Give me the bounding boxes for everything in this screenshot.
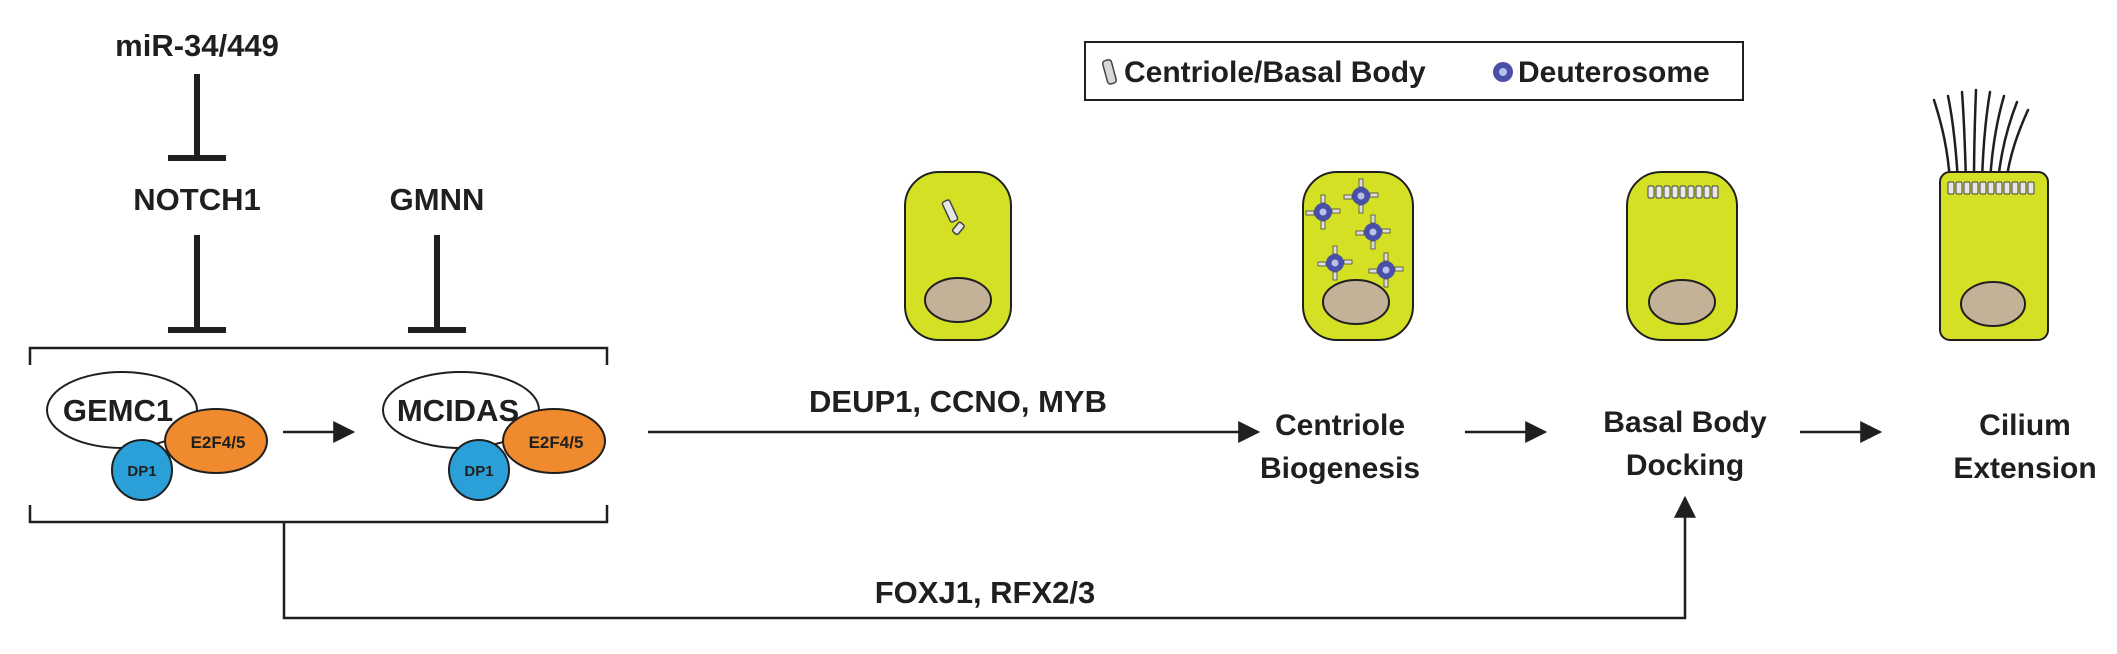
gemc1-e2f [164,408,268,474]
gemc1-complex: GEMC1 DP1 E2F4/5 [46,371,268,501]
gmnn-label: GMNN [390,182,485,217]
cell-progenitor-nucleus [924,277,992,323]
centriole-pair-icon [941,199,965,236]
cell-biogenesis-nucleus [1322,279,1390,325]
inhibition-gmnn-complex [408,235,466,333]
deuterosome-icon [1355,214,1391,250]
legend-deuterosome-label: Deuterosome [1518,56,1710,89]
cell-progenitor [904,171,1012,341]
mcidas-complex: MCIDAS DP1 E2F4/5 [382,371,606,501]
mcidas-dp1-label: DP1 [464,463,493,480]
foxj-label: FOXJ1, RFX2/3 [875,575,1096,610]
mcidas-e2f [502,408,606,474]
cell-docking-nucleus [1648,279,1716,325]
gemc1-e2f-label: E2F4/5 [191,433,246,452]
stage-cilium-line2: Extension [1953,452,2096,485]
deuterosome-icon [1343,178,1379,214]
cell-docking [1626,171,1738,341]
arrow-foxj1-to-docking [282,495,1696,620]
legend-box [1084,41,1744,101]
stage-docking-line2: Docking [1626,449,1744,482]
cell-ciliated-nucleus [1960,281,2026,327]
stage-centriole-line1: Centriole [1275,409,1405,442]
stage-cilium-line1: Cilium [1979,409,2071,442]
gemc1-dp1-label: DP1 [127,463,156,480]
gemc1-dp1 [111,439,173,501]
deuterosome-icon [1368,252,1404,288]
cell-ciliated [1932,88,2049,341]
inhibition-notch-complex [168,235,226,333]
legend: Centriole/Basal Body Deuterosome [1084,41,1744,101]
mcidas-label: MCIDAS [397,393,519,428]
mir-label: miR-34/449 [115,28,279,63]
stage-centriole-line2: Biogenesis [1260,452,1420,485]
cilia-icon [1932,88,2030,184]
cell-biogenesis [1302,171,1414,341]
mcidas-dp1 [448,439,510,501]
gemc1-label: GEMC1 [63,393,173,428]
centriole-legend-icon [1101,59,1118,85]
docked-basal-bodies [1647,185,1719,199]
deup-label: DEUP1, CCNO, MYB [809,384,1107,419]
legend-centriole-label: Centriole/Basal Body [1124,56,1426,89]
ciliated-basal-bodies [1947,181,2035,195]
deuterosome-legend-icon [1493,62,1513,82]
notch1-label: NOTCH1 [133,182,260,217]
inhibition-mir-notch [168,74,226,161]
stage-docking-line1: Basal Body [1603,406,1767,439]
deuterosome-icon [1305,194,1341,230]
deuterosome-icon [1317,245,1353,281]
mcidas-e2f-label: E2F4/5 [529,433,584,452]
complex-bracket [28,346,609,524]
